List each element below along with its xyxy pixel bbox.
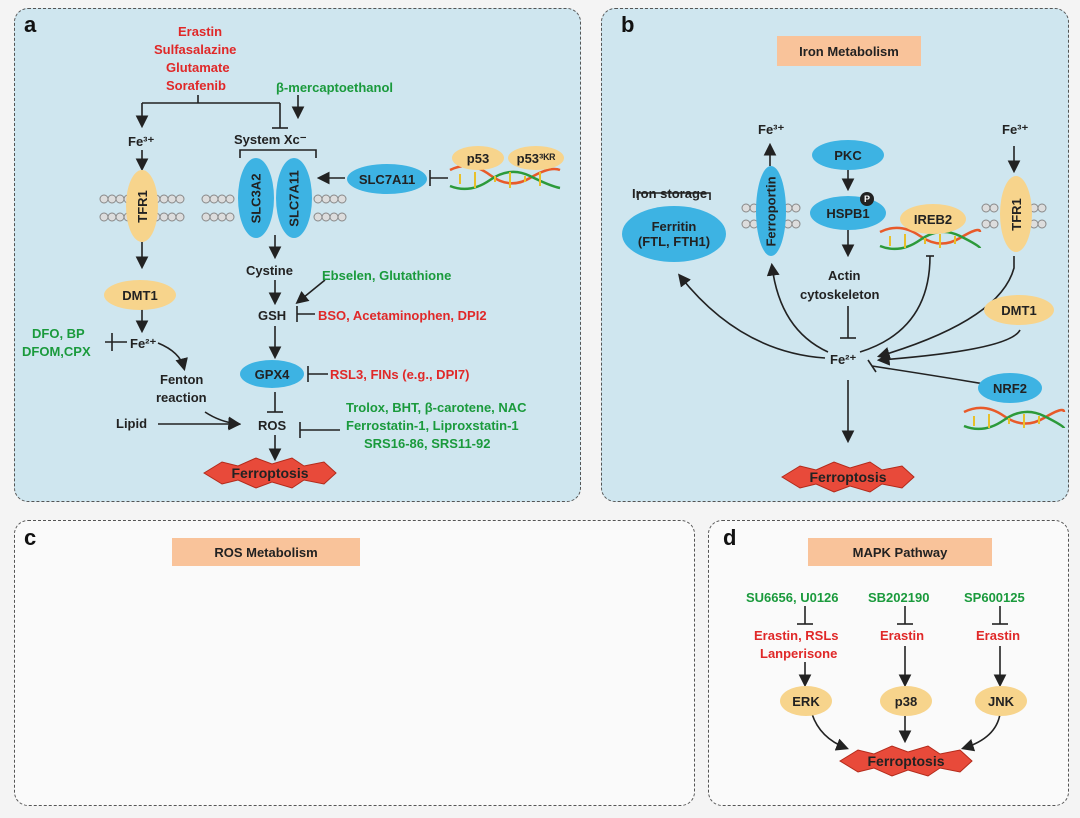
nrf2-b-node: NRF2 — [978, 373, 1042, 403]
dfo-label-1: DFO, BP — [32, 326, 85, 341]
lipid-label: Lipid — [116, 416, 148, 431]
fe3-left-label: Fe³⁺ — [758, 122, 785, 137]
panel-d-label: d — [723, 525, 737, 550]
panel-b-label: b — [621, 12, 635, 37]
slc7a11-node: SLC7A11 — [276, 158, 312, 238]
ireb2-node: IREB2 — [900, 204, 966, 234]
fenton-label: Fenton — [160, 372, 204, 387]
fe2-label: Fe²⁺ — [130, 336, 157, 351]
p38-node: p38 — [880, 686, 932, 716]
p53-node: p53 — [452, 146, 504, 170]
tfr1-node: TFR1 — [126, 170, 158, 242]
p53-3kr-node: p53³ᴷᴿ — [508, 146, 564, 170]
tfr1-b-node: TFR1 — [1000, 176, 1032, 252]
dmt1-b-node: DMT1 — [984, 295, 1054, 325]
ferroptosis-d: Ferroptosis — [836, 744, 976, 778]
phospho-icon: P — [860, 192, 874, 206]
ros-label: ROS — [258, 418, 287, 433]
erk-node: ERK — [780, 686, 832, 716]
inhibitor-sp600125: SP600125 — [964, 590, 1025, 605]
actin-label-2: cytoskeleton — [800, 287, 880, 302]
ferroptosis-a: Ferroptosis — [200, 456, 340, 490]
inducer-sorafenib: Sorafenib — [166, 78, 226, 93]
iron-metabolism-header: Iron Metabolism — [777, 36, 921, 66]
srs-label: SRS16-86, SRS11-92 — [364, 436, 491, 451]
actin-label-1: Actin — [828, 268, 861, 283]
trolox-label: Trolox, BHT, β-carotene, NAC — [346, 400, 527, 415]
ferritin-node: Ferritin(FTL, FTH1) — [622, 206, 726, 262]
inhibitor-sb202190: SB202190 — [868, 590, 930, 605]
slc7a11-right-node: SLC7A11 — [347, 164, 427, 194]
rsl3-label: RSL3, FINs (e.g., DPI7) — [330, 367, 470, 382]
ferroptosis-b: Ferroptosis — [778, 460, 918, 494]
inducer-erastin: Erastin — [178, 24, 223, 39]
panel-a-label: a — [24, 12, 37, 37]
inducer-erastin-jnk: Erastin — [976, 628, 1021, 643]
fe2-b-label: Fe²⁺ — [830, 352, 857, 367]
inducer-sulfasalazine: Sulfasalazine — [154, 42, 237, 57]
slc3a2-node: SLC3A2 — [238, 158, 274, 238]
dfo-label-2: DFOM,CPX — [22, 344, 91, 359]
cystine-label: Cystine — [246, 263, 293, 278]
iron-storage-label: Iron storage — [632, 186, 708, 201]
fe3-right-label: Fe³⁺ — [1002, 122, 1029, 137]
inhibitor-su6656: SU6656, U0126 — [746, 590, 839, 605]
inducer-erastin-p38: Erastin — [880, 628, 925, 643]
panel-c-label: c — [24, 525, 37, 550]
ferrostatin-label: Ferrostatin-1, Liproxstatin-1 — [346, 418, 519, 433]
inducer-lanperisone: Lanperisone — [760, 646, 838, 661]
ebselen-label: Ebselen, Glutathione — [322, 268, 452, 283]
dmt1-node: DMT1 — [104, 280, 176, 310]
system-xc-label: System Xc⁻ — [234, 132, 307, 147]
jnk-node: JNK — [975, 686, 1027, 716]
panel-c — [14, 520, 695, 806]
hspb1-node: HSPB1 — [810, 196, 886, 230]
panel-a — [14, 8, 581, 502]
ros-metabolism-header: ROS Metabolism — [172, 538, 360, 566]
reaction-label: reaction — [156, 390, 207, 405]
inducer-erastin-rsls: Erastin, RSLs — [754, 628, 839, 643]
bso-label: BSO, Acetaminophen, DPI2 — [318, 308, 487, 323]
fe3-label: Fe³⁺ — [128, 134, 155, 149]
gpx4-node: GPX4 — [240, 360, 304, 388]
inducer-glutamate: Glutamate — [166, 60, 230, 75]
bme-label: β-mercaptoethanol — [276, 80, 394, 95]
gsh-label: GSH — [258, 308, 287, 323]
mapk-pathway-header: MAPK Pathway — [808, 538, 992, 566]
pkc-node: PKC — [812, 140, 884, 170]
ferroportin-node: Ferroportin — [756, 166, 786, 256]
